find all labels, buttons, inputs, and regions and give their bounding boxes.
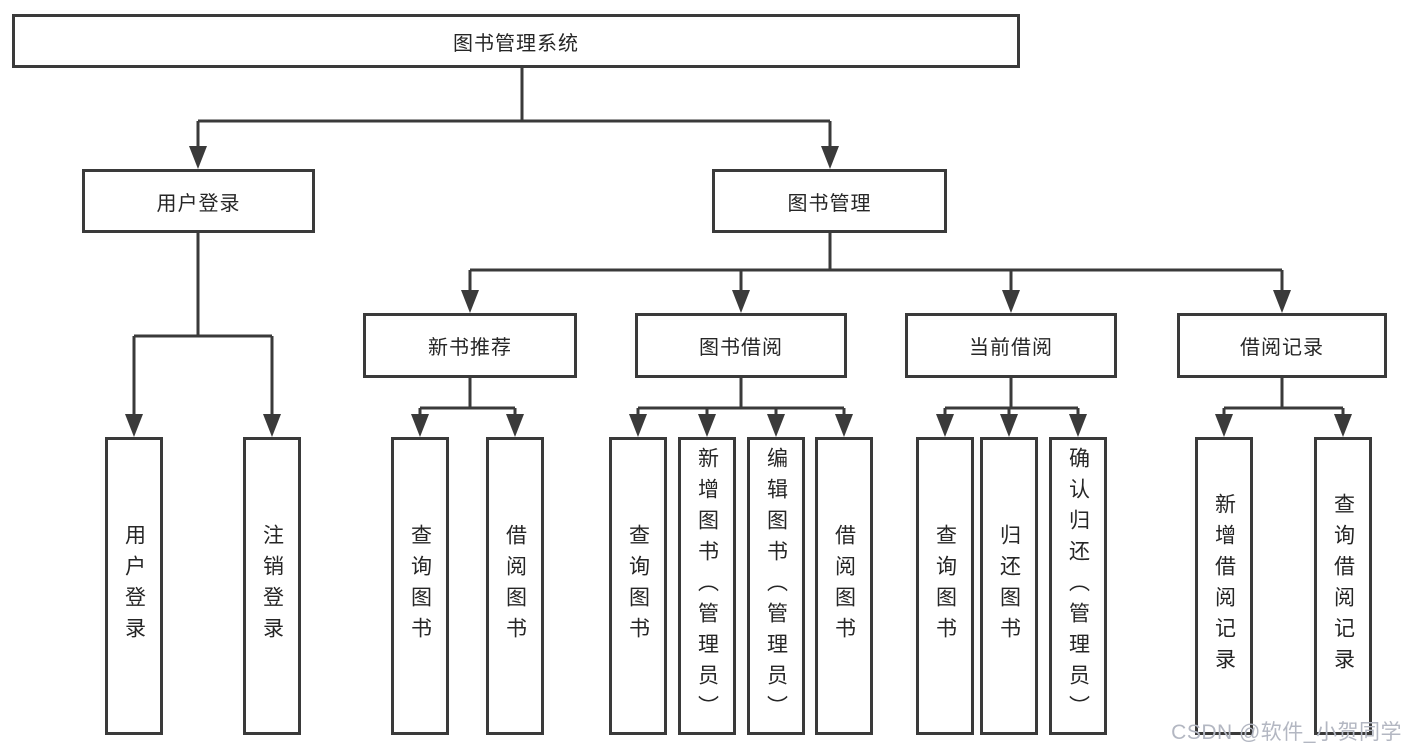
arrowhead-icon xyxy=(461,290,479,313)
leaf-br-query-record: 查询借阅记录 xyxy=(1314,437,1372,735)
leaf-br-query-record-label: 查询借阅记录 xyxy=(1331,493,1355,679)
arrowhead-icon xyxy=(1000,414,1018,437)
node-borrow-records-label: 借阅记录 xyxy=(1240,337,1324,359)
arrowhead-icon xyxy=(263,414,281,437)
leaf-user-login-label: 用户登录 xyxy=(122,524,146,648)
node-user-login-label: 用户登录 xyxy=(156,192,241,215)
leaf-bb-edit-books-label: 编辑图书（管理员） xyxy=(764,446,788,726)
arrowhead-icon xyxy=(835,414,853,437)
connector-borrow-records xyxy=(1215,378,1352,437)
leaf-bb-query-books-label: 查询图书 xyxy=(626,524,650,648)
arrowhead-icon xyxy=(411,414,429,437)
connector-current-borrow xyxy=(936,378,1087,437)
leaf-bb-borrow-books: 借阅图书 xyxy=(815,437,873,735)
leaf-cb-confirm-return: 确认归还（管理员） xyxy=(1049,437,1107,735)
node-current-borrow-label: 当前借阅 xyxy=(969,337,1053,359)
leaf-br-add-record-label: 新增借阅记录 xyxy=(1212,493,1236,679)
leaf-nbr-query-books: 查询图书 xyxy=(391,437,449,735)
arrowhead-icon xyxy=(1273,290,1291,313)
leaf-br-add-record: 新增借阅记录 xyxy=(1195,437,1253,735)
arrowhead-icon xyxy=(936,414,954,437)
arrowhead-icon xyxy=(1334,414,1352,437)
node-current-borrow: 当前借阅 xyxy=(905,313,1117,378)
connector-user-login xyxy=(125,233,281,437)
arrowhead-icon xyxy=(767,414,785,437)
leaf-user-login: 用户登录 xyxy=(105,437,163,735)
leaf-bb-query-books: 查询图书 xyxy=(609,437,667,735)
arrowhead-icon xyxy=(125,414,143,437)
connector-root xyxy=(189,68,839,169)
leaf-cb-confirm-return-label: 确认归还（管理员） xyxy=(1066,446,1090,726)
node-library-system-label: 图书管理系统 xyxy=(453,32,579,55)
node-borrow-records: 借阅记录 xyxy=(1177,313,1387,378)
arrowhead-icon xyxy=(1002,290,1020,313)
leaf-bb-add-books: 新增图书（管理员） xyxy=(678,437,736,735)
node-new-book-recommend: 新书推荐 xyxy=(363,313,577,378)
leaf-logout-label: 注销登录 xyxy=(260,524,284,648)
arrowhead-icon xyxy=(629,414,647,437)
leaf-bb-edit-books: 编辑图书（管理员） xyxy=(747,437,805,735)
leaf-nbr-borrow-books-label: 借阅图书 xyxy=(503,524,527,648)
node-book-management: 图书管理 xyxy=(712,169,947,233)
node-new-book-recommend-label: 新书推荐 xyxy=(428,337,512,359)
node-book-borrow-label: 图书借阅 xyxy=(699,337,783,359)
node-library-system: 图书管理系统 xyxy=(12,14,1020,68)
connector-book-management xyxy=(461,233,1291,313)
arrowhead-icon xyxy=(1215,414,1233,437)
arrowhead-icon xyxy=(698,414,716,437)
node-user-login: 用户登录 xyxy=(82,169,315,233)
leaf-bb-borrow-books-label: 借阅图书 xyxy=(832,524,856,648)
arrowhead-icon xyxy=(821,146,839,169)
leaf-cb-query-books-label: 查询图书 xyxy=(933,524,957,648)
node-book-borrow: 图书借阅 xyxy=(635,313,847,378)
arrowhead-icon xyxy=(1069,414,1087,437)
node-book-management-label: 图书管理 xyxy=(787,192,872,215)
arrowhead-icon xyxy=(189,146,207,169)
csdn-watermark: CSDN @软件_小贺同学 xyxy=(1171,721,1402,744)
leaf-logout: 注销登录 xyxy=(243,437,301,735)
leaf-cb-query-books: 查询图书 xyxy=(916,437,974,735)
arrowhead-icon xyxy=(732,290,750,313)
connector-new-book-recommend xyxy=(411,378,524,437)
leaf-bb-add-books-label: 新增图书（管理员） xyxy=(695,446,719,726)
connector-book-borrow xyxy=(629,378,853,437)
leaf-nbr-borrow-books: 借阅图书 xyxy=(486,437,544,735)
leaf-cb-return-books-label: 归还图书 xyxy=(997,524,1021,648)
leaf-nbr-query-books-label: 查询图书 xyxy=(408,524,432,648)
leaf-cb-return-books: 归还图书 xyxy=(980,437,1038,735)
arrowhead-icon xyxy=(506,414,524,437)
